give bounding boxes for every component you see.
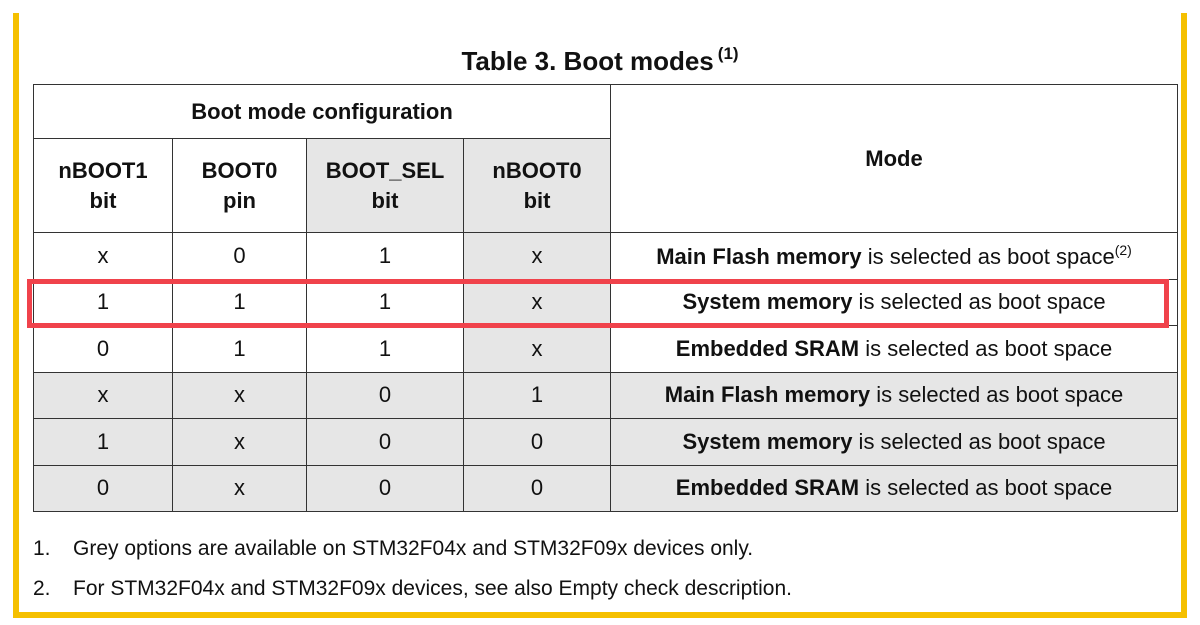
column-header-line1: BOOT_SEL [325,157,445,183]
mode-bold: Embedded SRAM [675,475,860,501]
cell-nboot0: x [462,278,612,326]
cell-boot0: x [172,418,307,466]
footnote: 1. Grey options are available on STM32F04… [33,536,792,576]
document-frame [13,13,1187,618]
cell-nboot0: 0 [462,418,612,466]
cell-boot0: 0 [172,232,307,280]
footnote-number: 1. [33,537,51,560]
mode-rest: is selected as boot space [861,243,1115,269]
table-row: 1 1 1 x System memory is selected as boo… [33,278,1179,326]
cell-boot-sel: 0 [306,418,464,466]
cell-nboot0: 1 [462,371,612,419]
cell-boot-sel: 1 [306,325,464,373]
cell-boot0: 1 [172,325,307,373]
cell-boot-sel: 0 [306,371,464,419]
table-title: Table 3. Boot modes(1) [0,44,1200,77]
mode-bold: Embedded SRAM [675,335,860,361]
column-header-line2: pin [223,187,256,213]
mode-bold: System memory [682,289,853,315]
mode-rest: is selected as boot space [852,289,1106,315]
table-title-note-ref: (1) [717,44,739,63]
mode-bold: Main Flash memory [664,382,871,408]
mode-bold: System memory [682,428,853,454]
cell-mode: Main Flash memory is selected as boot sp… [610,232,1179,280]
column-header-line2: bit [371,187,399,213]
cell-boot-sel: 0 [306,464,464,512]
column-header-line1: nBOOT0 [492,157,582,183]
group-header: Boot mode configuration [32,84,612,139]
mode-header: Mode [610,84,1179,233]
mode-rest: is selected as boot space [859,335,1113,361]
column-header-line2: bit [523,187,551,213]
footnote: 2. For STM32F04x and STM32F09x devices, s… [33,576,792,616]
cell-boot0: x [172,371,307,419]
footnote-text: For STM32F04x and STM32F09x devices, see… [73,577,792,600]
header-row-group: Boot mode configuration Mode [32,84,1179,233]
table-row: 0 x 0 0 Embedded SRAM is selected as boo… [33,464,1179,512]
cell-mode: Main Flash memory is selected as boot sp… [610,371,1179,419]
mode-rest: is selected as boot space [870,382,1124,408]
highlight-box [27,279,1169,328]
cell-mode: System memory is selected as boot space [610,418,1179,466]
mode-note-ref: (2) [1114,241,1132,258]
cell-mode: Embedded SRAM is selected as boot space [610,325,1179,373]
table-title-text: Table 3. Boot modes [461,46,714,76]
cell-nboot0: x [462,232,612,280]
cell-nboot1: x [33,371,173,419]
cell-nboot1: x [33,232,173,280]
column-header-line1: BOOT0 [201,157,278,183]
cell-nboot0: x [462,325,612,373]
table-row: x 0 1 x Main Flash memory is selected as… [33,232,1179,280]
column-header-boot0: BOOT0 pin [172,138,307,233]
footnote-text: Grey options are available on STM32F04x … [73,537,754,560]
mode-rest: is selected as boot space [859,475,1113,501]
cell-nboot1: 1 [33,278,173,326]
table-row: x x 0 1 Main Flash memory is selected as… [33,371,1179,419]
table-row: 1 x 0 0 System memory is selected as boo… [33,418,1179,466]
footnote-number: 2. [33,577,51,600]
column-header-nboot0: nBOOT0 bit [462,138,612,233]
cell-boot0: x [172,464,307,512]
boot-modes-table: Boot mode configuration Mode nBOOT1 bit B… [32,84,1179,512]
mode-rest: is selected as boot space [852,428,1106,454]
cell-mode: System memory is selected as boot space [610,278,1179,326]
column-header-nboot1: nBOOT1 bit [33,138,173,233]
cell-boot-sel: 1 [306,232,464,280]
cell-mode: Embedded SRAM is selected as boot space [610,464,1179,512]
mode-bold: Main Flash memory [656,243,862,269]
column-header-line2: bit [89,187,117,213]
column-header-line1: nBOOT1 [58,157,148,183]
footnotes: 1. Grey options are available on STM32F04… [33,536,792,616]
table-row: 0 1 1 x Embedded SRAM is selected as boo… [33,325,1179,373]
cell-nboot1: 0 [33,464,173,512]
cell-nboot1: 0 [33,325,173,373]
cell-nboot1: 1 [33,418,173,466]
cell-nboot0: 0 [462,464,612,512]
